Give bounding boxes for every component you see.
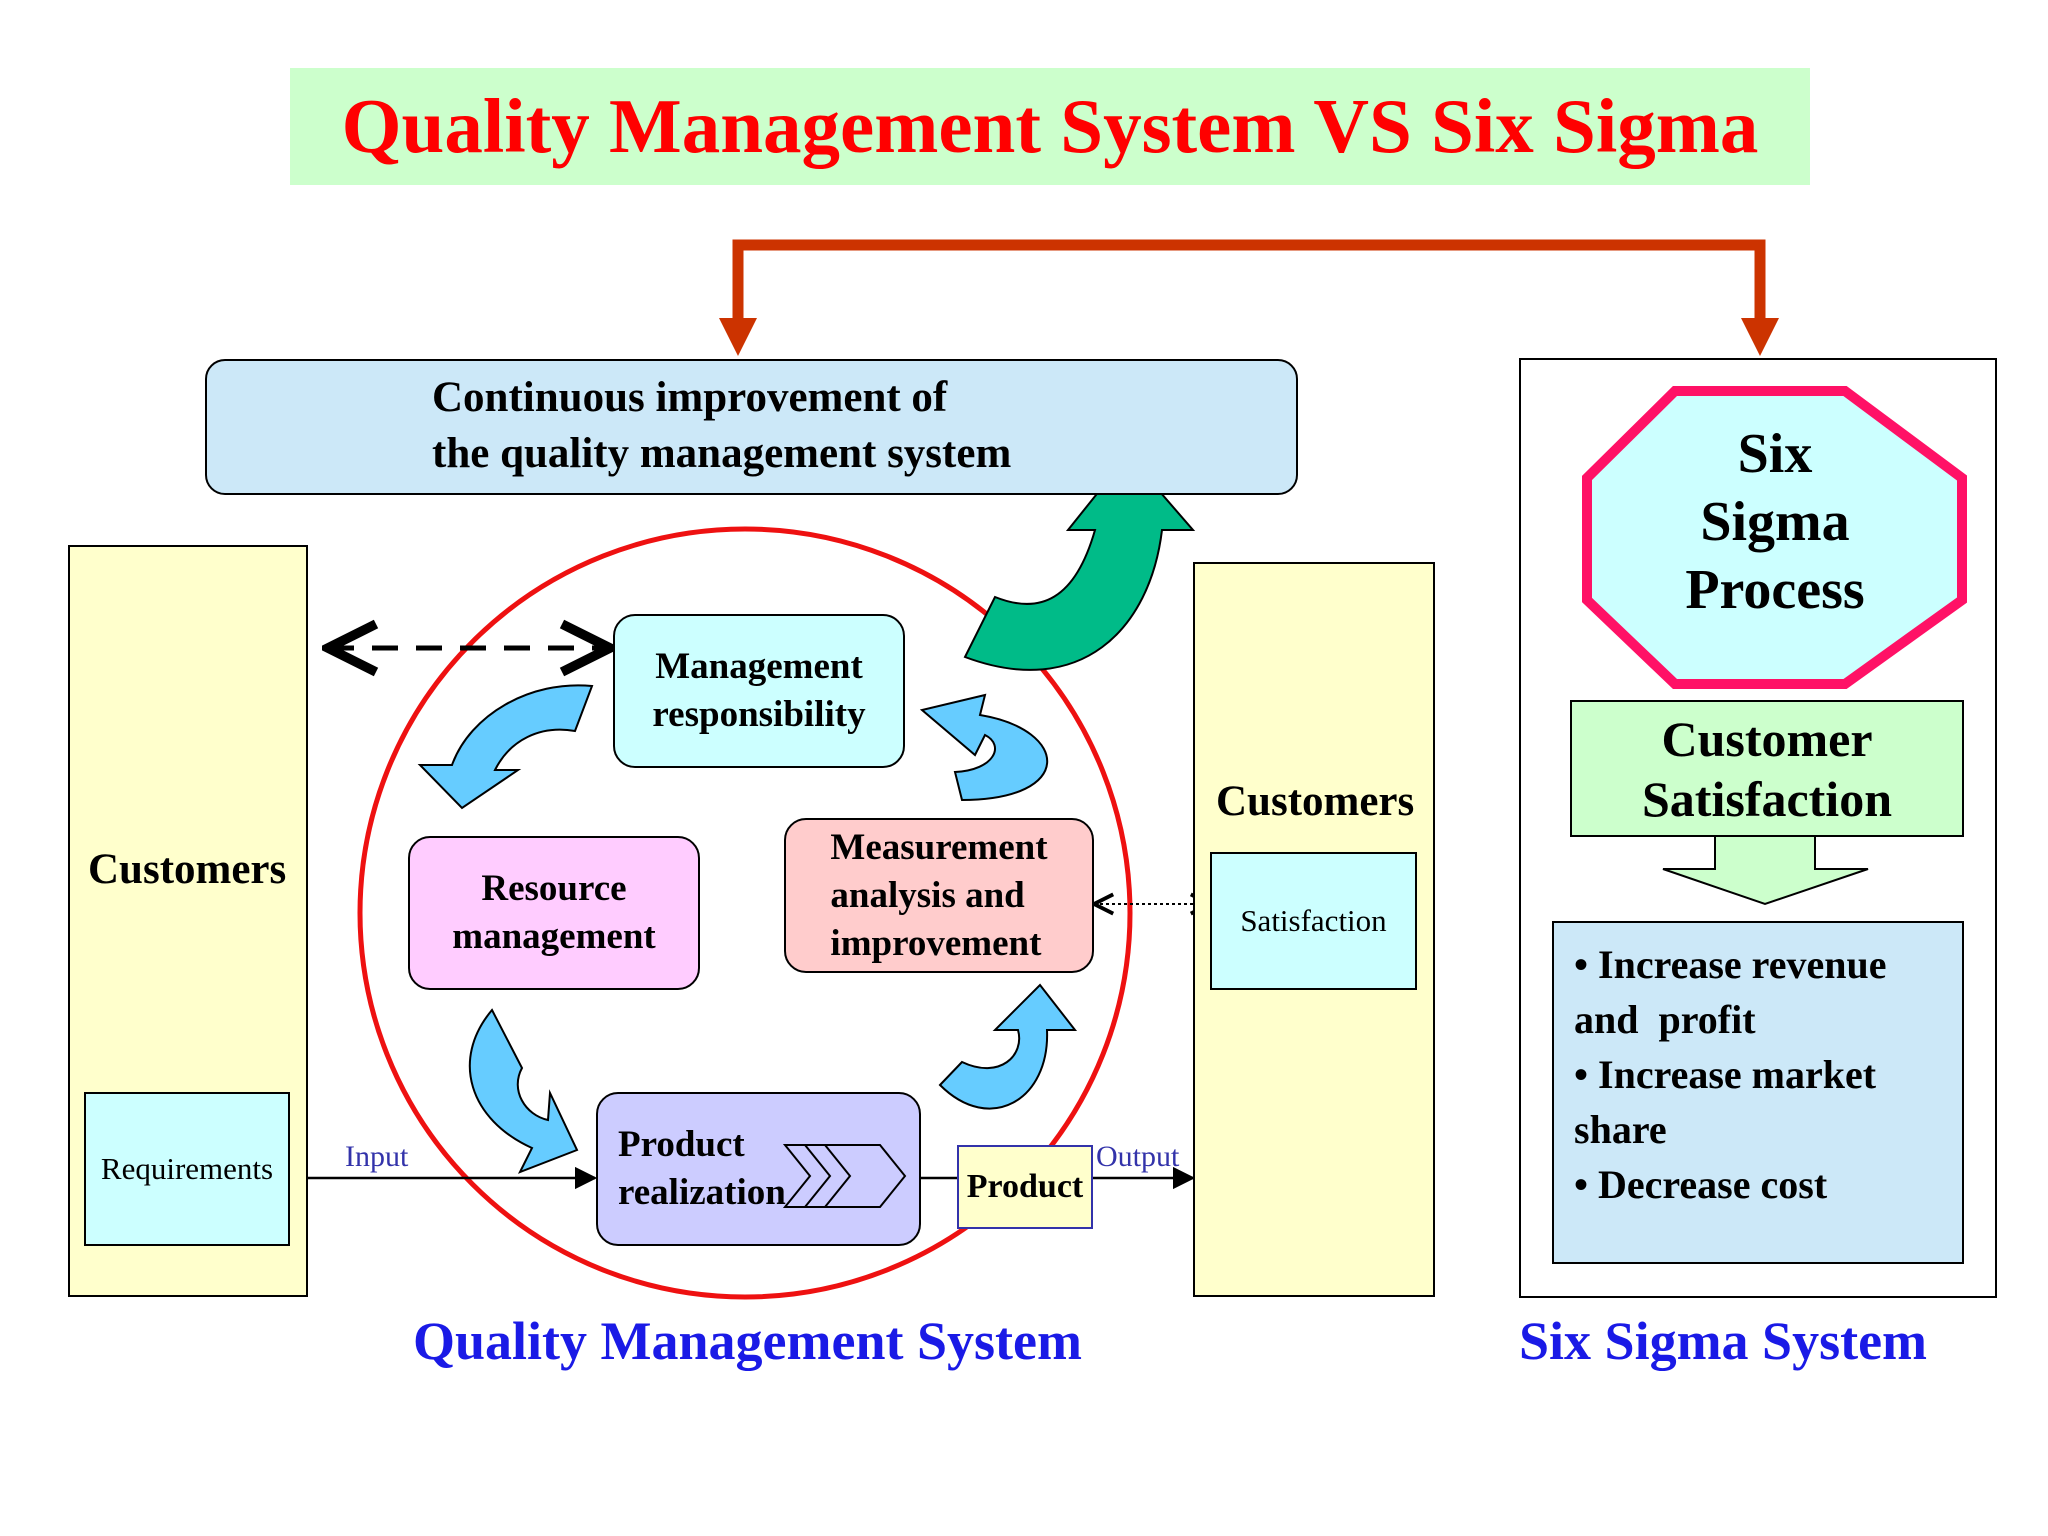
continuous-improvement-text: Continuous improvement of the quality ma…	[432, 370, 1132, 482]
arrow-resource-to-product-icon	[468, 1008, 579, 1174]
orange-bracket-arrow	[719, 239, 1779, 356]
benefit-line-5: • Decrease cost	[1574, 1162, 1828, 1207]
six-sigma-process-text: Six Sigma Process	[1590, 420, 1960, 624]
six-sigma-octagon-shape	[1582, 386, 1967, 689]
measurement-line-3: improvement	[830, 922, 1042, 964]
management-responsibility-box: Management responsibility	[613, 614, 905, 768]
resource-management-box: Resource management	[408, 836, 700, 990]
process-line-2: Sigma	[1700, 491, 1850, 553]
benefits-box: • Increase revenue and profit • Increase…	[1552, 921, 1964, 1264]
output-label: Output	[1096, 1140, 1180, 1173]
management-line-2: responsibility	[652, 694, 866, 735]
green-improvement-arrow	[963, 453, 1196, 671]
benefit-line-3: • Increase market	[1574, 1052, 1877, 1097]
product-box: Product	[957, 1145, 1093, 1229]
benefit-line-4: share	[1574, 1107, 1667, 1152]
benefit-line-2: and profit	[1574, 997, 1756, 1042]
requirements-box: Requirements	[84, 1092, 290, 1246]
arrow-management-to-resource-icon	[417, 684, 594, 810]
continuous-improvement-box	[205, 359, 1298, 495]
process-line-1: Six	[1737, 423, 1813, 485]
benefit-line-1: • Increase revenue	[1574, 942, 1887, 987]
right-customers-label: Customers	[1216, 778, 1415, 825]
customer-satisfaction-box: Customer Satisfaction	[1570, 700, 1964, 837]
qms-label: Quality Management System	[413, 1311, 1082, 1371]
down-arrow-icon	[1662, 835, 1869, 906]
customer-satisfaction-line-2: Satisfaction	[1642, 770, 1892, 827]
left-customers-label: Customers	[88, 846, 287, 893]
measurement-analysis-box: Measurement analysis and improvement	[784, 818, 1094, 973]
product-realization-line-1: Product	[618, 1124, 745, 1165]
resource-line-1: Resource	[481, 868, 627, 909]
page-title: Quality Management System VS Six Sigma	[341, 83, 1759, 169]
satisfaction-box: Satisfaction	[1210, 852, 1417, 990]
management-line-1: Management	[655, 646, 863, 687]
resource-line-2: management	[452, 916, 656, 957]
measurement-line-2: analysis and	[830, 874, 1025, 916]
ci-line-2: the quality management system	[432, 430, 1012, 477]
process-line-3: Process	[1685, 559, 1865, 621]
arrow-measurement-to-management-icon	[919, 693, 1049, 802]
input-label: Input	[345, 1140, 409, 1173]
customer-satisfaction-line-1: Customer	[1661, 710, 1873, 767]
arrow-product-to-measurement-icon	[938, 983, 1078, 1110]
product-realization-line-2: realization	[618, 1172, 786, 1213]
six-sigma-system-label: Six Sigma System	[1519, 1311, 1928, 1371]
measurement-line-1: Measurement	[830, 826, 1048, 868]
title-banner: Quality Management System VS Six Sigma	[290, 68, 1810, 185]
ci-line-1: Continuous improvement of	[432, 374, 948, 421]
chevron-process-icon	[782, 1144, 907, 1208]
